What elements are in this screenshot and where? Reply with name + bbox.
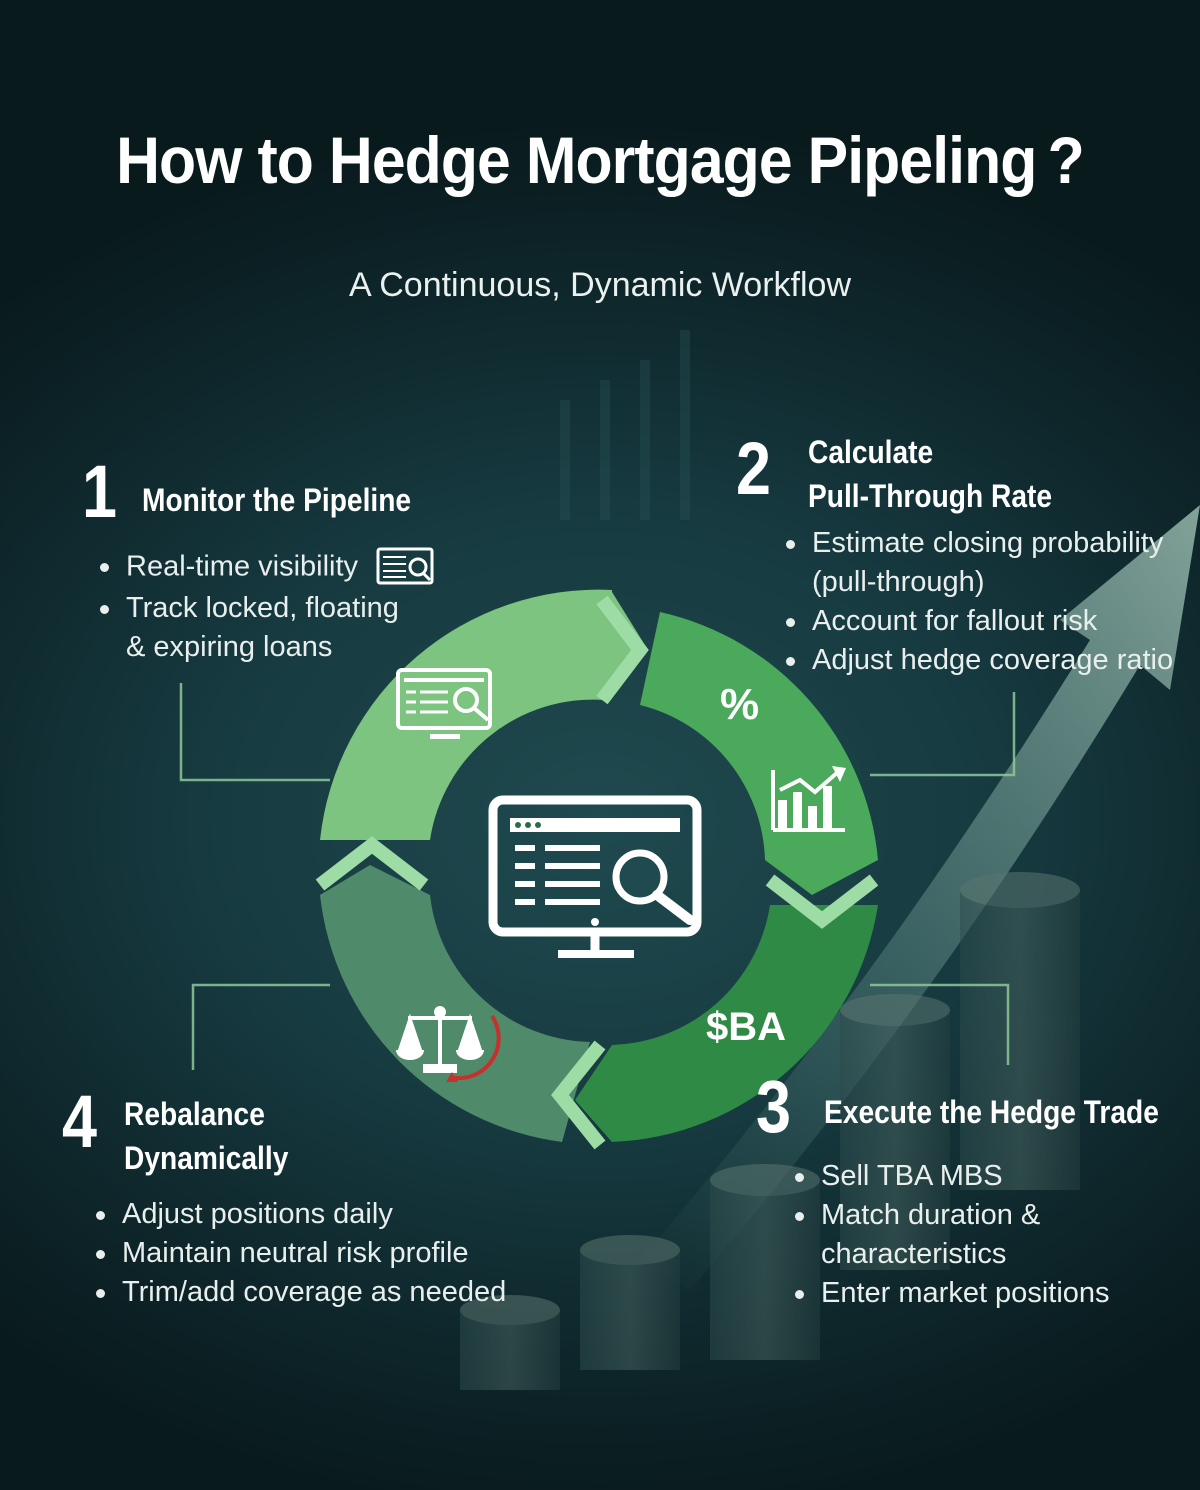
step-heading: Execute the Hedge Trade — [824, 1094, 1159, 1130]
bullet-continuation: & expiring loans — [126, 631, 333, 663]
bullet-item: Real-time visibility — [98, 547, 434, 589]
bullet-item: Estimate closing probability — [784, 524, 1173, 563]
page-title: How to Hedge Mortgage Pipeling ? — [116, 123, 1085, 198]
tba-label: $BA — [706, 1005, 787, 1049]
bullet-item: Adjust hedge coverage ratio — [784, 641, 1173, 680]
bullet-item: Adjust positions daily — [94, 1195, 506, 1234]
step-number: 3 — [756, 1065, 791, 1148]
step-bullets: Sell TBA MBS Match duration & characteri… — [793, 1157, 1110, 1313]
step-number: 2 — [736, 427, 771, 510]
monitor-search-icon — [488, 795, 702, 958]
bullet-item: Sell TBA MBS — [793, 1157, 1110, 1196]
bullet-continuation: characteristics — [821, 1238, 1007, 1270]
bullet-item: Maintain neutral risk profile — [94, 1234, 506, 1273]
step-heading: Monitor the Pipeline — [142, 482, 412, 518]
cycle-segment-rebalance — [320, 865, 590, 1142]
bar-chart-up-icon — [771, 766, 846, 832]
balance-scale-icon — [396, 1006, 501, 1082]
step-heading-line1: Rebalance — [124, 1096, 265, 1132]
step-bullets: Real-time visibility Track locked, float… — [98, 547, 434, 667]
step-number: 4 — [62, 1080, 97, 1163]
percent-icon: % — [720, 680, 760, 729]
chevron-down-icon — [765, 874, 879, 929]
step-bullets: Estimate closing probability (pull-throu… — [784, 524, 1173, 680]
monitor-search-icon — [376, 547, 434, 585]
bullet-continuation: (pull-through) — [812, 566, 985, 598]
bullet-item: Enter market positions — [793, 1274, 1110, 1313]
step-bullets: Adjust positions daily Maintain neutral … — [94, 1195, 506, 1312]
chevron-right-icon — [596, 595, 649, 705]
step-heading-line1: Calculate — [808, 434, 934, 470]
monitor-small-icon — [396, 668, 492, 739]
chevron-up-icon — [315, 836, 429, 891]
step-number: 1 — [82, 450, 117, 533]
page-subtitle: A Continuous, Dynamic Workflow — [348, 266, 851, 304]
chevron-left-icon — [551, 1040, 606, 1150]
bullet-item: Match duration & — [793, 1196, 1110, 1235]
bullet-item: Track locked, floating — [98, 589, 434, 628]
step-heading-line2: Dynamically — [124, 1140, 289, 1176]
step-heading-line2: Pull-Through Rate — [808, 478, 1053, 514]
bullet-item: Trim/add coverage as needed — [94, 1273, 506, 1312]
bullet-item: Account for fallout risk — [784, 602, 1173, 641]
cycle-segment-execute — [575, 905, 878, 1142]
cycle-segment-calculate — [640, 612, 878, 895]
